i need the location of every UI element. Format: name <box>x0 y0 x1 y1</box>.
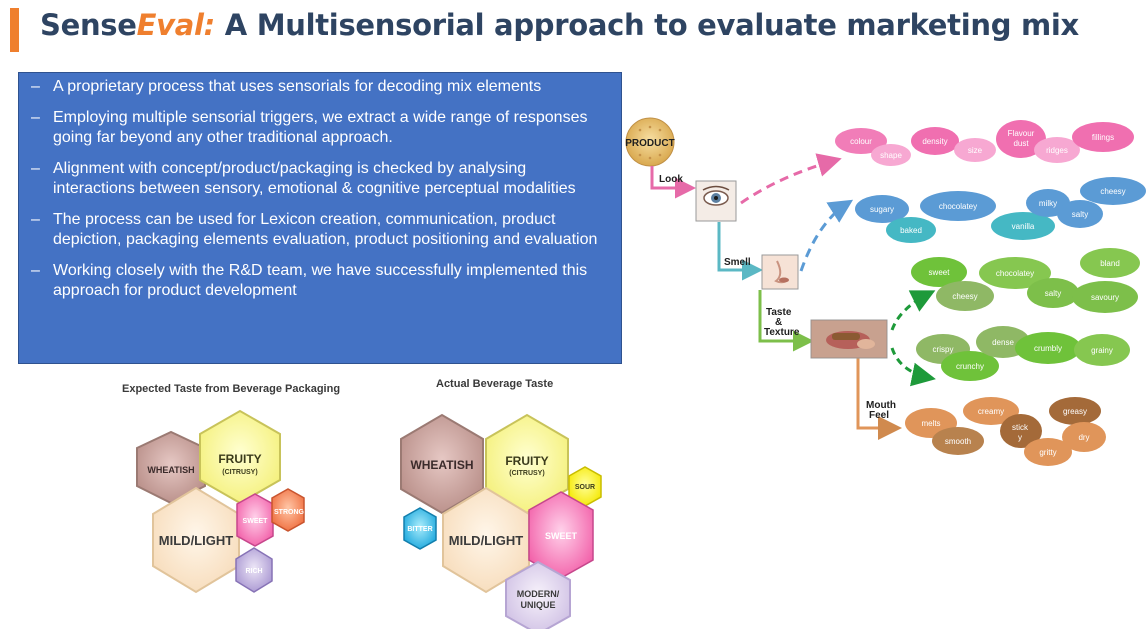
expected-taste-hexagons: WHEATISH FRUITY (CITRUSY) MILD/LIGHT SWE… <box>136 409 305 594</box>
cloud-label: crumbly <box>1034 344 1062 353</box>
hex-wheatish-label: WHEATISH <box>147 465 194 475</box>
hex-sour-label: SOUR <box>575 484 595 491</box>
actual-taste-hexagons: WHEATISH FRUITY (CITRUSY) SOUR MILD/LIGH… <box>400 413 602 629</box>
hex-wheatish-label: WHEATISH <box>410 458 473 472</box>
bullet-item: Employing multiple sensorial triggers, w… <box>21 108 611 148</box>
hex-citrusy-label: (CITRUSY) <box>222 469 257 476</box>
cloud-label: melts <box>921 419 940 428</box>
hex-mild-label: MILD/LIGHT <box>449 533 523 548</box>
product-cookie-icon <box>625 117 675 167</box>
cloud-label: greasy <box>1063 407 1087 416</box>
cloud-label: density <box>922 137 947 146</box>
cloud-label: cheesy <box>1100 187 1125 196</box>
hex-sweet <box>236 493 274 547</box>
smell-dashed-arrow <box>799 199 854 272</box>
mouth-label-1: Mouth <box>866 400 896 411</box>
hex-wheatish <box>136 430 206 505</box>
actual-taste-title: Actual Beverage Taste <box>436 378 554 390</box>
cloud-label: chocolatey <box>939 202 977 211</box>
cloud-label: dense <box>992 338 1014 347</box>
cloud-label: cheesy <box>952 292 977 301</box>
cloud-label: smooth <box>945 437 971 446</box>
cloud-label: savoury <box>1091 293 1119 302</box>
cloud-label: dry <box>1078 433 1089 442</box>
bullet-item: The process can be used for Lexicon crea… <box>21 210 611 250</box>
bullet-item: Alignment with concept/product/packaging… <box>21 159 611 199</box>
cloud-label: salty <box>1072 210 1088 219</box>
mouth-connector <box>856 358 902 440</box>
mouth-clouds: melts smooth creamy stick y greasy gritt… <box>905 397 1106 466</box>
hex-modern <box>505 560 571 629</box>
hex-strong <box>271 488 305 532</box>
hex-rich <box>235 547 273 593</box>
cloud-label: crispy <box>933 345 954 354</box>
hex-strong-label: STRONG <box>274 509 305 516</box>
smell-label: Smell <box>724 257 751 268</box>
hex-rich-label: RICH <box>245 568 262 575</box>
hex-sweet-label: SWEET <box>243 518 269 525</box>
hex-sweet-label: SWEET <box>545 531 578 541</box>
cloud-label: crunchy <box>956 362 984 371</box>
hex-bitter <box>403 507 437 550</box>
cloud-label: fillings <box>1092 133 1114 142</box>
taste-clouds: sweet cheesy chocolatey salty bland savo… <box>911 248 1140 381</box>
hex-fruity-label: FRUITY <box>505 454 548 468</box>
taste-dashed-arrow-down <box>890 347 936 387</box>
cloud-label: stick <box>1012 423 1029 432</box>
cloud-label: baked <box>900 226 922 235</box>
cloud-label: sugary <box>870 205 894 214</box>
expected-taste-title: Expected Taste from Beverage Packaging <box>122 383 341 395</box>
page-title: SenseEval: A Multisensorial approach to … <box>40 8 1079 42</box>
smell-connector <box>717 222 763 281</box>
taste-label-3: Texture <box>764 327 800 338</box>
bullet-box: A proprietary process that uses sensoria… <box>18 72 622 364</box>
product-label: PRODUCT <box>625 138 674 149</box>
cloud-label: y <box>1018 433 1022 442</box>
cloud-label: bland <box>1100 259 1120 268</box>
cloud-label: grainy <box>1091 346 1113 355</box>
smell-clouds: sugary baked chocolatey vanilla milky sa… <box>855 177 1146 243</box>
look-label: Look <box>659 174 683 185</box>
look-connector <box>650 166 696 199</box>
cloud-label: milky <box>1039 199 1057 208</box>
cloud-label: ridges <box>1046 146 1068 155</box>
cloud-label: size <box>968 146 983 155</box>
look-dashed-arrow <box>740 153 842 205</box>
hex-bitter-label: BITTER <box>407 526 432 533</box>
cloud-label: dust <box>1013 139 1029 148</box>
hex-citrusy-label: (CITRUSY) <box>509 470 544 477</box>
cloud-label: sweet <box>929 268 951 277</box>
bullet-item: A proprietary process that uses sensoria… <box>21 77 611 97</box>
taste-label-1: Taste <box>766 307 792 318</box>
hex-modern-label: MODERN/ <box>517 589 560 599</box>
hex-fruity-label: FRUITY <box>218 452 261 466</box>
title-accent-bar <box>10 8 19 52</box>
look-clouds: colour shape density size Flavour dust r… <box>835 120 1134 166</box>
cloud-label: Flavour <box>1008 129 1035 138</box>
taste-connector <box>758 290 814 352</box>
cloud-label: salty <box>1045 289 1061 298</box>
eye-photo <box>695 180 737 222</box>
cloud-label: gritty <box>1039 448 1056 457</box>
taste-label-2: & <box>775 317 782 328</box>
cloud-label: vanilla <box>1012 222 1035 231</box>
mouth-photo <box>810 319 888 359</box>
cloud-label: creamy <box>978 407 1004 416</box>
cloud-label: chocolatey <box>996 269 1034 278</box>
hex-unique-label: UNIQUE <box>520 600 555 610</box>
hex-mild-label: MILD/LIGHT <box>159 533 233 548</box>
sensory-flow: PRODUCT Look Smell Taste & Texture Mouth… <box>625 117 936 440</box>
hex-fruity <box>199 409 281 505</box>
nose-photo <box>761 254 799 290</box>
cloud-label: colour <box>850 137 872 146</box>
taste-dashed-arrow-up <box>890 290 936 331</box>
mouth-label-2: Feel <box>869 410 889 421</box>
bullet-item: Working closely with the R&D team, we ha… <box>21 261 611 301</box>
cloud-label: shape <box>880 151 902 160</box>
hex-sweet <box>528 491 594 579</box>
cookie-dots <box>638 125 662 160</box>
